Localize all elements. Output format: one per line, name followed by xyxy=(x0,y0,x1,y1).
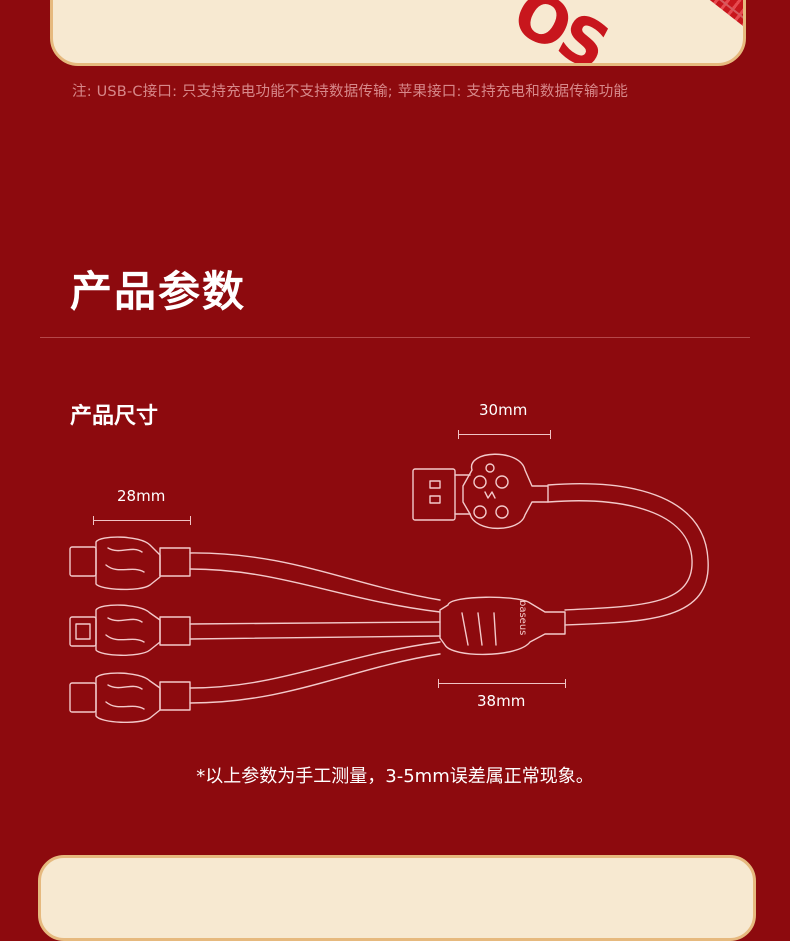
connector-width-label: 28mm xyxy=(117,487,166,505)
usage-note: 注: USB-C接口: 只支持充电功能不支持数据传输; 苹果接口: 支持充电和数… xyxy=(72,84,629,100)
splitter-width-label: 38mm xyxy=(477,692,526,710)
splitter-dimension-line xyxy=(438,679,566,688)
usb-head-dimension-line xyxy=(458,430,551,439)
cable-diagram: baseus xyxy=(69,453,709,723)
bottom-info-card xyxy=(38,855,756,941)
connector-dimension-line xyxy=(93,516,191,525)
usb-head-width-label: 30mm xyxy=(479,401,528,419)
measurement-footnote: *以上参数为手工测量，3-5mm误差属正常现象。 xyxy=(196,766,594,787)
section-divider xyxy=(40,337,750,338)
splitter-brand-text: baseus xyxy=(517,600,528,635)
size-subtitle: 产品尺寸 xyxy=(70,404,159,429)
section-title: 产品参数 xyxy=(70,267,247,316)
top-product-banner: OS xyxy=(50,0,746,66)
